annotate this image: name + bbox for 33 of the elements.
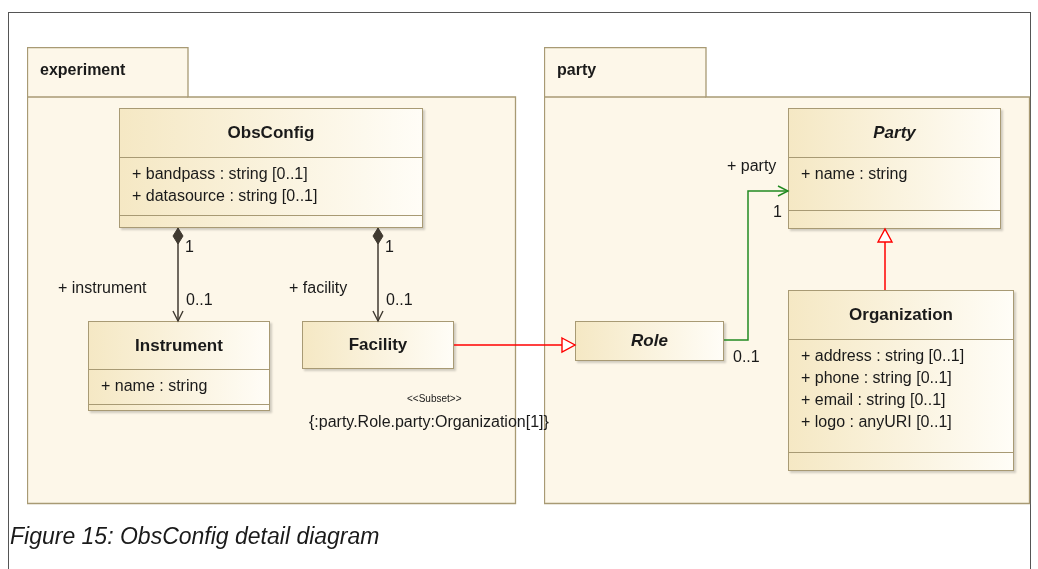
class-box: [788, 108, 1001, 229]
class-box: [119, 108, 423, 228]
constraint-text: {:party.Role.party:Organization[1]}: [309, 413, 549, 431]
figure-caption: Figure 15: ObsConfig detail diagram: [10, 522, 380, 550]
multiplicity-label: 1: [185, 238, 194, 256]
attribute-text: + logo : anyURI [0..1]: [801, 412, 953, 432]
attribute-text: + datasource : string [0..1]: [132, 186, 319, 206]
package-name: party: [557, 61, 597, 79]
multiplicity-label: 0..1: [386, 291, 413, 309]
multiplicity-label: 1: [773, 203, 782, 221]
attribute-text: + bandpass : string [0..1]: [132, 164, 309, 184]
attribute-text: + address : string [0..1]: [801, 346, 966, 366]
class-name: Party: [873, 123, 916, 143]
attribute-text: + name : string: [801, 164, 909, 184]
role-label: + party: [727, 157, 777, 175]
multiplicity-label: 1: [385, 238, 394, 256]
class-box: [575, 321, 724, 361]
attribute-text: + email : string [0..1]: [801, 390, 947, 410]
class-name: ObsConfig: [227, 123, 315, 143]
class-name: Instrument: [135, 335, 223, 356]
class-box: [88, 321, 270, 411]
class-name: Facility: [348, 334, 408, 355]
multiplicity-label: 0..1: [186, 291, 213, 309]
class-name: Role: [631, 330, 668, 351]
package-name: experiment: [40, 61, 126, 79]
class-box: [788, 290, 1014, 471]
role-label: + facility: [289, 279, 348, 297]
class-box: [302, 321, 454, 369]
attribute-text: + name : string: [101, 376, 209, 396]
stereotype-text: <<Subset>>: [407, 392, 462, 406]
multiplicity-label: 0..1: [733, 348, 760, 366]
class-name: Organization: [849, 305, 953, 325]
attribute-text: + phone : string [0..1]: [801, 368, 953, 388]
